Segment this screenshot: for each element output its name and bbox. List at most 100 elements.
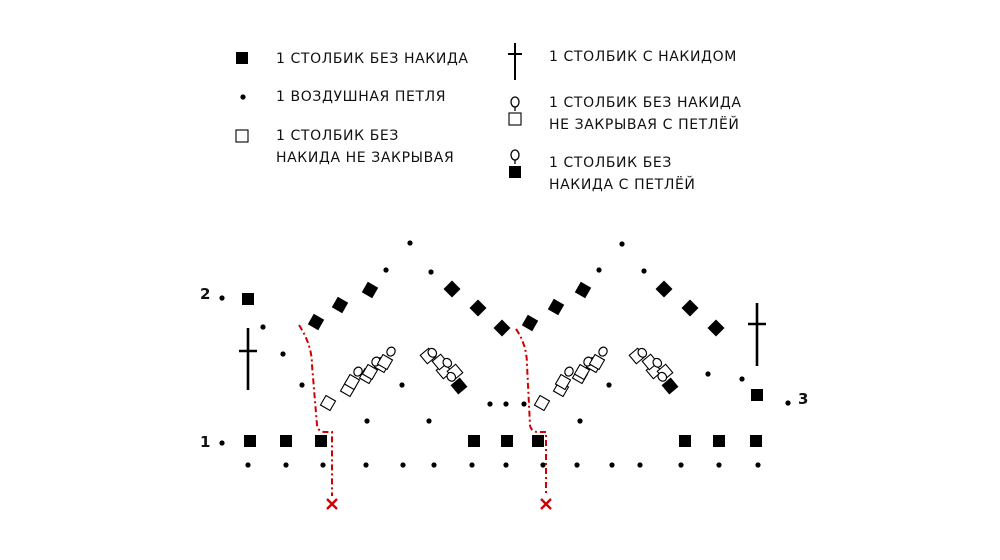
- row-label-2: 2: [200, 285, 210, 303]
- single-crochet-loop-unclosed: [343, 366, 363, 391]
- cut-line: [298, 324, 333, 496]
- loop-ring: [427, 347, 438, 358]
- stitch-symbols: [219, 240, 791, 468]
- chain-stitch: [785, 400, 791, 406]
- chain-stitch: [503, 462, 509, 468]
- single-crochet: [574, 281, 592, 299]
- chain-stitch: [260, 324, 266, 330]
- chain-stitch: [299, 382, 305, 388]
- chain-stitch: [755, 462, 761, 468]
- loop-ring: [598, 346, 608, 357]
- single-crochet: [750, 435, 762, 447]
- double-crochet: [239, 328, 257, 390]
- unclosed-square: [554, 373, 572, 391]
- loop-ring: [657, 371, 668, 382]
- chain-stitch: [619, 241, 625, 247]
- chain-stitch: [739, 376, 745, 382]
- single-crochet: [655, 280, 673, 298]
- chain-stitch: [364, 418, 370, 424]
- single-crochet-loop: [657, 371, 679, 395]
- chain-stitch: [407, 240, 413, 246]
- loop-ring: [564, 366, 574, 377]
- chain-stitch: [245, 462, 251, 468]
- chain-stitch: [428, 269, 434, 275]
- chain-stitch: [363, 462, 369, 468]
- single-crochet-loop-unclosed: [376, 346, 396, 371]
- loop-ring: [386, 346, 396, 357]
- loop-ring: [442, 357, 453, 368]
- chain-stitch: [426, 418, 432, 424]
- single-crochet: [244, 435, 256, 447]
- legend-dc-label: 1 СТОЛБИК С НАКИДОМ: [549, 49, 737, 65]
- single-crochet: [713, 435, 725, 447]
- cut-line: [515, 328, 547, 496]
- single-crochet: [707, 319, 725, 337]
- legend: 1 СТОЛБИК БЕЗ НАКИДА 1 ВОЗДУШНАЯ ПЕТЛЯ 1…: [235, 43, 742, 193]
- single-crochet: [751, 389, 763, 401]
- row-label-3: 3: [798, 390, 808, 408]
- legend-sc-symbol: [236, 52, 248, 64]
- unclosed-square: [588, 353, 606, 371]
- cut-mark-stroke: [326, 498, 338, 510]
- single-crochet-unclosed: [319, 394, 337, 412]
- chain-stitch: [320, 462, 326, 468]
- legend-sc-loop-label-2: НАКИДА С ПЕТЛЁЙ: [549, 175, 695, 193]
- chain-stitch: [280, 351, 286, 357]
- legend-dc-symbol: [508, 43, 522, 80]
- single-crochet: [443, 280, 461, 298]
- chain-stitch: [383, 267, 389, 273]
- legend-sc-loop-unclosed-symbol: [508, 96, 522, 126]
- single-crochet: [501, 435, 513, 447]
- single-crochet: [307, 313, 325, 331]
- chain-stitch: [609, 462, 615, 468]
- unclosed-square: [573, 363, 591, 381]
- chain-stitch: [678, 462, 684, 468]
- unclosed-square: [343, 373, 361, 391]
- single-crochet: [547, 298, 565, 316]
- single-crochet: [521, 314, 539, 332]
- chain-stitch: [503, 401, 509, 407]
- loop-ring: [353, 366, 363, 377]
- cut-mark-x-icon: [540, 498, 552, 510]
- single-crochet-unclosed: [533, 394, 551, 412]
- chain-stitch: [705, 371, 711, 377]
- single-crochet: [280, 435, 292, 447]
- chain-stitch: [399, 382, 405, 388]
- chain-stitch: [716, 462, 722, 468]
- single-crochet: [361, 281, 379, 299]
- chain-stitch: [469, 462, 475, 468]
- legend-sc-label: 1 СТОЛБИК БЕЗ НАКИДА: [276, 51, 469, 67]
- single-crochet-loop-unclosed: [554, 366, 574, 391]
- chain-stitch: [577, 418, 583, 424]
- chain-stitch: [487, 401, 493, 407]
- loop-ring: [446, 371, 457, 382]
- cut-lines: [298, 324, 552, 510]
- chain-stitch: [641, 268, 647, 274]
- chain-stitch: [219, 295, 225, 301]
- legend-chain-label: 1 ВОЗДУШНАЯ ПЕТЛЯ: [276, 89, 446, 105]
- double-crochet: [748, 303, 766, 366]
- single-crochet-loop-unclosed: [588, 346, 608, 371]
- legend-sc-unclosed-label-2: НАКИДА НЕ ЗАКРЫВАЯ: [276, 150, 454, 166]
- loop-ring: [637, 347, 648, 358]
- chain-stitch: [431, 462, 437, 468]
- single-crochet: [493, 319, 511, 337]
- legend-sc-unclosed-label-1: 1 СТОЛБИК БЕЗ: [276, 128, 399, 144]
- chain-stitch: [400, 462, 406, 468]
- unclosed-square: [361, 363, 379, 381]
- single-crochet: [469, 299, 487, 317]
- legend-chain-symbol: [240, 94, 246, 100]
- legend-sc-loop-unclosed-label-1: 1 СТОЛБИК БЕЗ НАКИДА: [549, 95, 742, 111]
- legend-sc-loop-unclosed-label-2: НЕ ЗАКРЫВАЯ С ПЕТЛЁЙ: [549, 115, 739, 133]
- legend-sc-loop-symbol: [509, 149, 521, 178]
- chain-stitch: [521, 401, 527, 407]
- legend-sc-unclosed-symbol: [235, 129, 249, 143]
- cut-mark-stroke: [540, 498, 552, 510]
- chain-stitch: [219, 440, 225, 446]
- single-crochet: [468, 435, 480, 447]
- single-crochet-loop-unclosed: [361, 356, 381, 381]
- legend-sc-loop-label-1: 1 СТОЛБИК БЕЗ: [549, 155, 672, 171]
- chain-stitch: [606, 382, 612, 388]
- chain-stitch: [283, 462, 289, 468]
